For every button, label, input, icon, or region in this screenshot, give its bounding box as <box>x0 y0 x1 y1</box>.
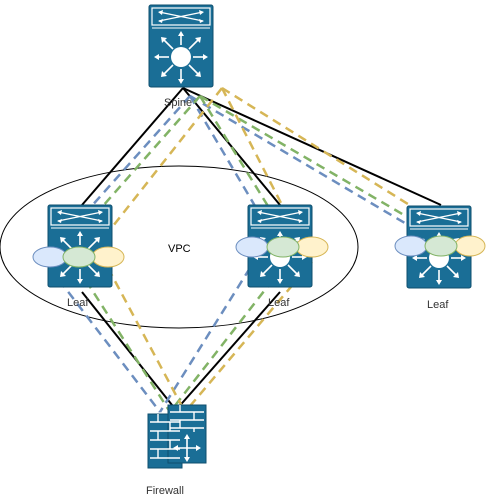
vpc-label: VPC <box>168 243 191 255</box>
leaf-3-ellipses <box>394 235 486 257</box>
leaf-2-label: Leaf <box>268 297 290 309</box>
leaf-3-label: Leaf <box>427 299 449 311</box>
spine-switch-icon <box>148 4 214 88</box>
link-leaf1-firewall <box>81 291 177 411</box>
solid-links <box>81 87 442 411</box>
leaf-1-switch-icon <box>47 204 113 288</box>
link-spine-leaf1 <box>81 87 184 206</box>
leaf-1-label: Leaf <box>67 297 89 309</box>
spine-label: Spine <box>164 97 192 109</box>
leaf-1-ellipses <box>32 246 125 268</box>
link-spine-leaf2 <box>182 87 281 206</box>
vpc-boundary <box>0 165 359 329</box>
link-spine-leaf3 <box>182 87 442 206</box>
leaf-2-ellipses <box>235 236 329 258</box>
link-leaf2-firewall <box>175 291 281 411</box>
firewall-label: Firewall <box>146 485 184 497</box>
firewall-icon <box>147 404 207 469</box>
